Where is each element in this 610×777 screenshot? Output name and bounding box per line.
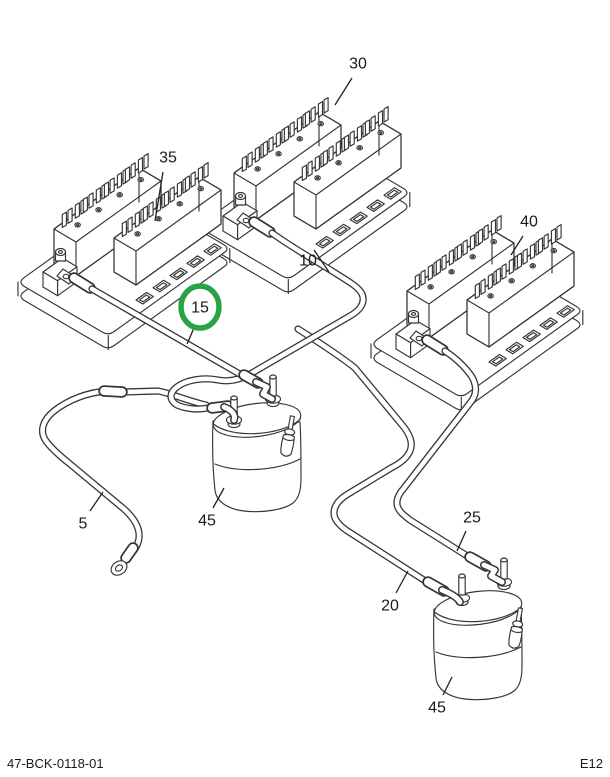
callout-10[interactable]: 10	[299, 249, 330, 273]
cable-20	[294, 325, 450, 597]
cable-5	[38, 385, 210, 576]
callout-25[interactable]: 25	[456, 510, 481, 552]
callout-35-label[interactable]: 35	[159, 150, 177, 167]
drawing-number: 47-BCK-0118-01	[7, 756, 104, 771]
strap-20-to-rear-filter	[438, 586, 464, 606]
callout-45-rear[interactable]: 45	[428, 676, 453, 717]
callout-20-label[interactable]: 20	[381, 598, 399, 615]
highlight-circle-icon	[178, 283, 222, 331]
callout-20[interactable]: 20	[381, 570, 409, 615]
callout-25-label[interactable]: 25	[463, 510, 481, 527]
strap-10-to-front-filter	[220, 403, 239, 424]
filter-45-front	[210, 374, 304, 513]
page-code: E12	[580, 756, 603, 771]
strap-25-to-rear-filter	[480, 561, 506, 586]
callout-45-rear-label[interactable]: 45	[428, 700, 446, 717]
callout-10-label[interactable]: 10	[299, 253, 317, 270]
callout-45-front-label[interactable]: 45	[198, 513, 216, 530]
ring-terminal	[110, 560, 128, 576]
callout-15-highlighted[interactable]: 15	[178, 283, 222, 345]
filter-45-rear	[431, 557, 527, 701]
callout-35[interactable]: 35	[154, 150, 177, 222]
callout-30-label[interactable]: 30	[349, 56, 367, 73]
callout-30[interactable]: 30	[334, 56, 367, 106]
callout-5[interactable]: 5	[79, 491, 104, 533]
callout-5-label[interactable]: 5	[79, 516, 88, 533]
strap-15-to-front-filter	[252, 378, 276, 403]
callout-40[interactable]: 40	[510, 214, 538, 256]
callout-15-label[interactable]: 15	[191, 300, 209, 317]
callout-45-front[interactable]: 45	[198, 487, 225, 530]
callout-40-label[interactable]: 40	[520, 214, 538, 231]
